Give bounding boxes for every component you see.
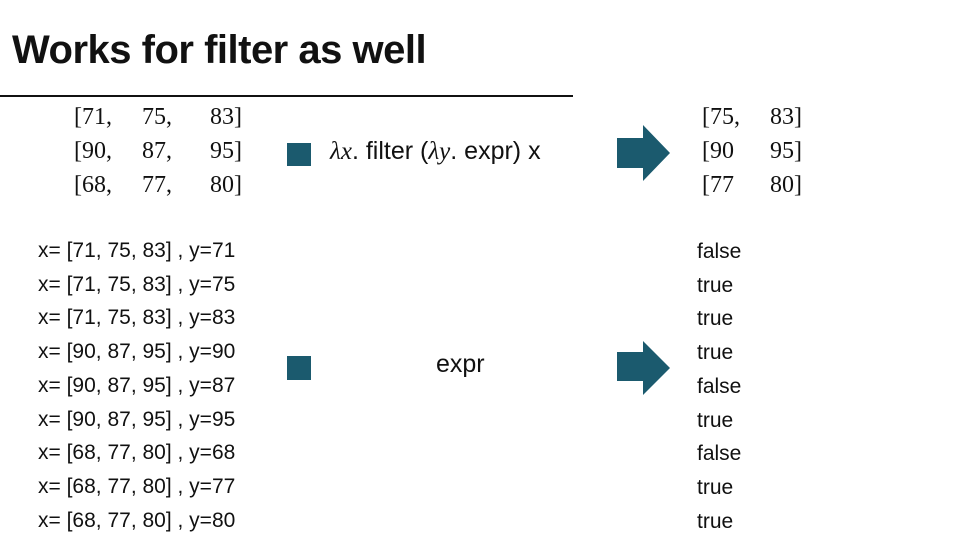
title-underline <box>0 95 573 97</box>
input-matrix: [71, 75, 83] [90, 87, 95] [68, 77, 80] <box>74 100 242 202</box>
matrix-row: [71, 75, 83] <box>74 100 242 134</box>
matrix-row: [90 95] <box>702 134 802 168</box>
result-item: false <box>697 442 742 466</box>
matrix-cell: [68, <box>74 172 112 198</box>
right-arrow-icon <box>617 341 670 395</box>
xy-pair-item: x= [71, 75, 83] , y=83 <box>38 306 236 330</box>
xy-pair-item: x= [90, 87, 95] , y=95 <box>38 407 236 431</box>
matrix-row: [77 80] <box>702 168 802 202</box>
result-item: true <box>697 509 734 533</box>
xy-pair-item: x= [68, 77, 80] , y=80 <box>38 508 236 532</box>
xy-pair-item: x= [71, 75, 83] , y=75 <box>38 272 236 296</box>
right-arrow-icon <box>617 125 670 181</box>
xy-pair-item: x= [90, 87, 95] , y=90 <box>38 340 236 364</box>
matrix-cell: [90 <box>702 138 734 164</box>
slide-title: Works for filter as well <box>12 28 427 72</box>
result-item: true <box>697 475 734 499</box>
matrix-cell: 77, <box>142 172 172 198</box>
matrix-cell: 95] <box>770 138 802 164</box>
expr-label: expr <box>436 350 485 378</box>
matrix-row: [90, 87, 95] <box>74 134 242 168</box>
xy-pair-item: x= [68, 77, 80] , y=68 <box>38 441 236 465</box>
matrix-cell: [90, <box>74 138 112 164</box>
filter-text: . filter ( <box>351 137 429 165</box>
result-item: true <box>697 408 734 432</box>
result-item: true <box>697 307 734 331</box>
matrix-cell: [77 <box>702 172 734 198</box>
result-item: true <box>697 273 734 297</box>
matrix-cell: 95] <box>210 138 242 164</box>
lambda-y: λy <box>428 138 451 165</box>
result-item: false <box>697 374 742 398</box>
filter-expression: λx. filter (λy. expr) x <box>330 137 541 166</box>
output-matrix: [75, 83] [90 95] [77 80] <box>702 100 802 202</box>
xy-pair-item: x= [68, 77, 80] , y=77 <box>38 474 236 498</box>
matrix-cell: 80] <box>210 172 242 198</box>
matrix-cell: 75, <box>142 104 172 130</box>
matrix-cell: 87, <box>142 138 172 164</box>
result-item: false <box>697 240 742 263</box>
lambda-x: λx <box>330 138 352 165</box>
square-bullet-icon <box>287 143 311 166</box>
matrix-cell: 83] <box>770 104 802 130</box>
result-item: true <box>697 341 734 365</box>
matrix-cell: [75, <box>702 104 740 130</box>
matrix-cell: [71, <box>74 104 112 130</box>
xy-pair-item: x= [90, 87, 95] , y=87 <box>38 373 236 397</box>
matrix-cell: 83] <box>210 104 242 130</box>
square-bullet-icon <box>287 356 311 380</box>
xy-pair-item: x= [71, 75, 83] , y=71 <box>38 239 236 262</box>
matrix-cell: 80] <box>770 172 802 198</box>
expr-end-text: . expr) x <box>450 137 541 165</box>
matrix-row: [75, 83] <box>702 100 802 134</box>
matrix-row: [68, 77, 80] <box>74 168 242 202</box>
results-list: false true true true false true false true true <box>697 235 741 538</box>
xy-pairs-list: x= [71, 75, 83] , y=71 x= [71, 75, 83] , … <box>38 234 235 537</box>
